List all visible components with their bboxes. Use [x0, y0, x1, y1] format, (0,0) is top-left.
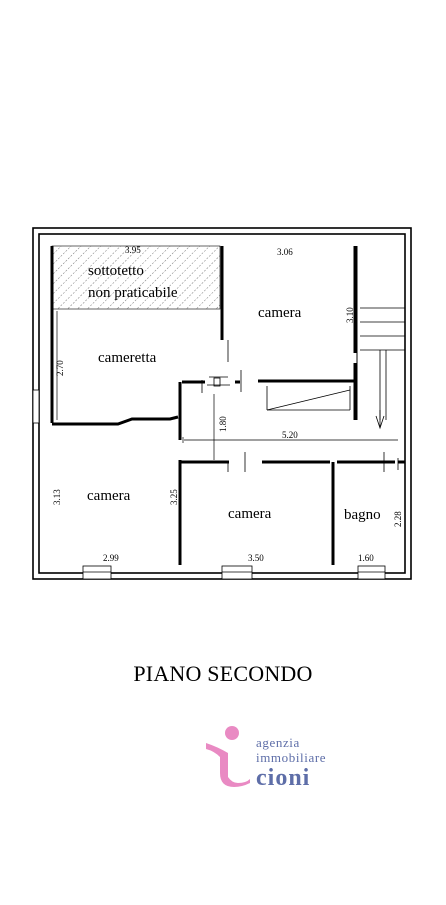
dim-camera-left-height: 3.13 [52, 489, 62, 505]
label-sottotetto-line2: non praticabile [88, 285, 178, 301]
label-camera-top: camera [258, 305, 302, 321]
floor-plan: sottotetto non praticabile cameretta cam… [32, 227, 412, 580]
dim-sottotetto-width: 3.95 [125, 245, 141, 255]
dim-corridor-width: 5.20 [282, 430, 298, 440]
logo-line-cioni: cioni [256, 765, 311, 791]
label-cameretta: cameretta [98, 350, 157, 366]
dim-cameretta-height: 2.70 [55, 360, 65, 376]
dim-camera-top-height: 3.10 [345, 307, 355, 323]
staircase [266, 307, 406, 430]
logo-line-agenzia: agenzia [256, 735, 300, 750]
logo-line-immobiliare: immobiliare [256, 750, 327, 765]
sottotetto-area [51, 245, 221, 310]
dim-camera-center-height: 3.25 [169, 489, 179, 505]
dim-camera-top-width: 3.06 [277, 247, 293, 257]
logo-i-icon [206, 726, 250, 787]
label-bagno: bagno [344, 507, 381, 523]
label-camera-left: camera [87, 488, 131, 504]
dimension-lines [56, 311, 398, 460]
windows [32, 389, 386, 580]
plan-title: PIANO SECONDO [133, 661, 313, 686]
door-markers [201, 340, 399, 472]
agency-logo: agenzia immobiliare cioni [204, 725, 374, 790]
label-sottotetto-line1: sottotetto [88, 263, 144, 279]
dim-bagno-width: 1.60 [358, 553, 374, 563]
dim-camera-center-width: 3.50 [248, 553, 264, 563]
dim-camera-left-width: 2.99 [103, 553, 119, 563]
dim-bagno-height: 2.28 [393, 511, 403, 527]
dim-corridor-height: 1.80 [218, 416, 228, 432]
label-camera-center: camera [228, 506, 272, 522]
interior-walls [50, 246, 405, 565]
